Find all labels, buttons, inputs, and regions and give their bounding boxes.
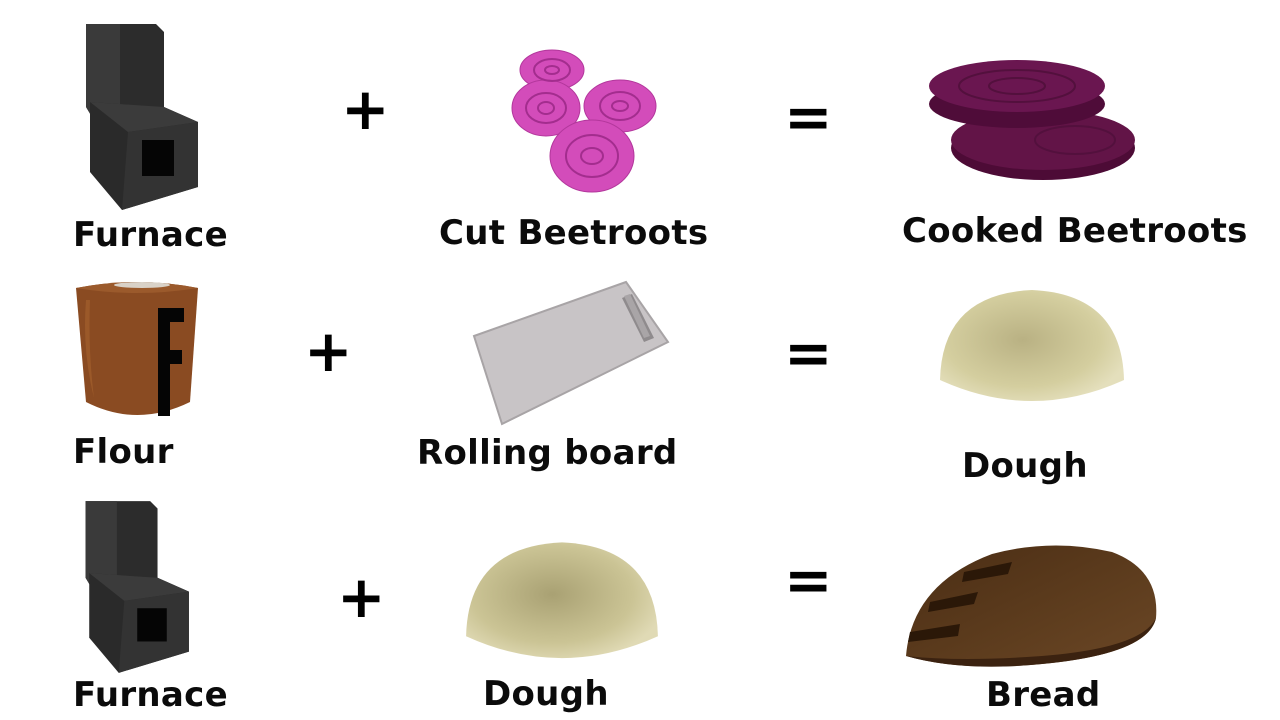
item2-label: Cut Beetroots — [439, 213, 709, 253]
flour-sack-icon — [72, 280, 202, 422]
result-label: Dough — [962, 446, 1088, 486]
item2-label: Dough — [483, 674, 609, 714]
plus-operator: + — [337, 563, 386, 631]
item2-label: Rolling board — [417, 433, 678, 473]
furnace-icon — [80, 22, 210, 212]
equals-operator: = — [784, 83, 833, 151]
item1-label: Furnace — [73, 675, 228, 715]
item1-label: Furnace — [73, 215, 228, 255]
equals-operator: = — [784, 546, 833, 614]
result-label: Bread — [986, 675, 1101, 715]
bread-icon — [902, 544, 1162, 674]
plus-operator: + — [341, 75, 390, 143]
plus-operator: + — [304, 317, 353, 385]
rolling-board-icon — [472, 278, 672, 426]
equals-operator: = — [784, 319, 833, 387]
result-label: Cooked Beetroots — [902, 211, 1248, 251]
item1-label: Flour — [73, 432, 174, 472]
cut-beetroots-icon — [510, 48, 660, 196]
dough-icon — [938, 288, 1126, 416]
cooked-beetroots-icon — [925, 56, 1140, 184]
dough-icon — [464, 540, 660, 674]
furnace-icon — [80, 492, 200, 682]
